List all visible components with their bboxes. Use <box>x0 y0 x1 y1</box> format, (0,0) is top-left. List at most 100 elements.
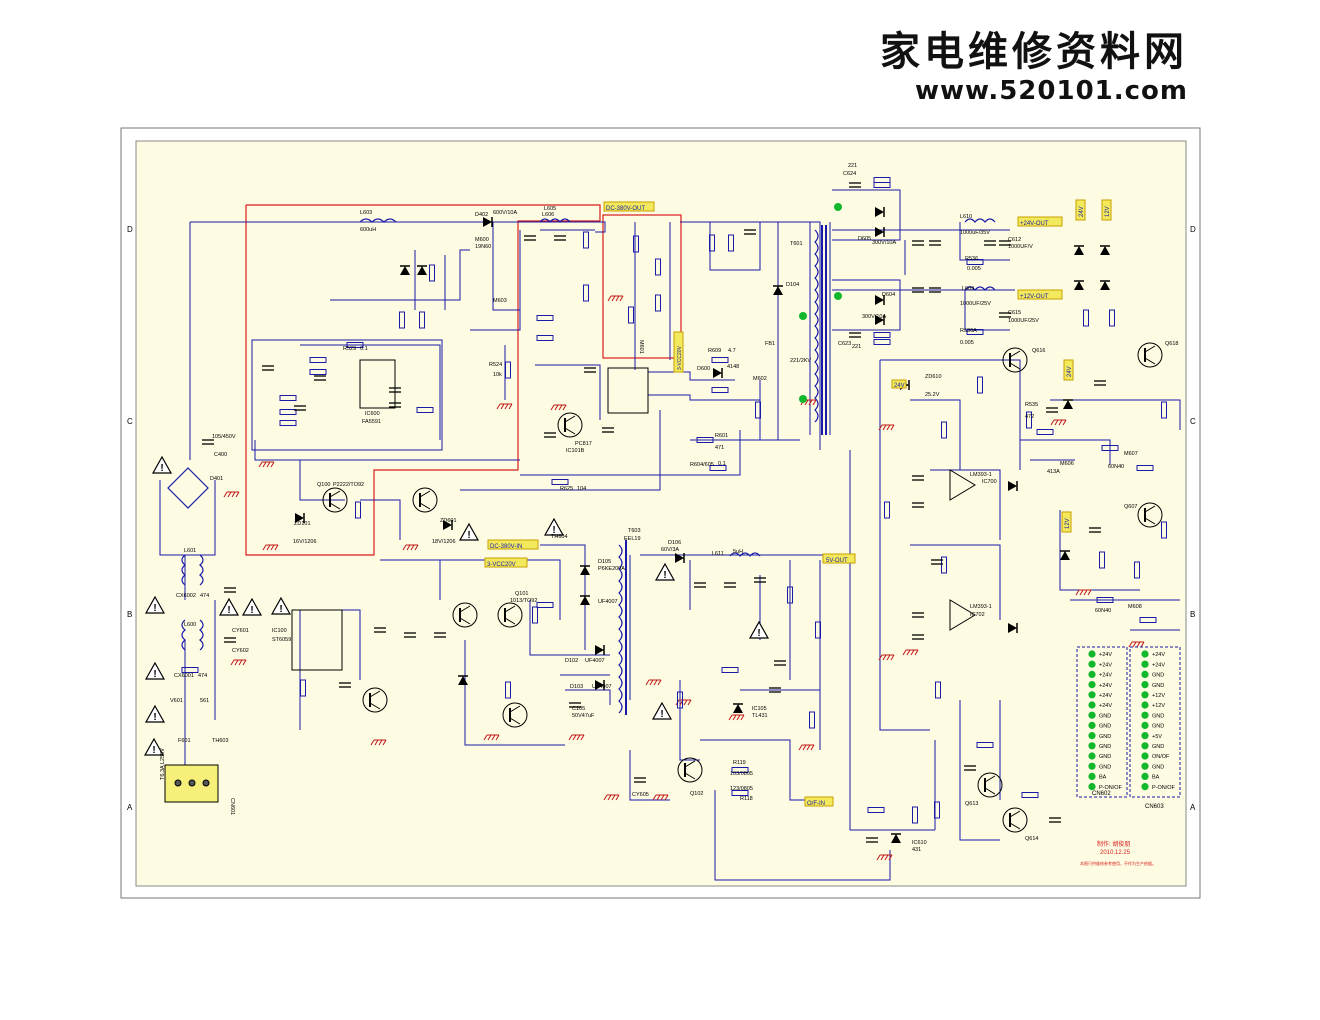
label-cx6002: CX6002 <box>176 593 196 599</box>
label-f601: F601 <box>178 738 191 744</box>
label-m600: M600 <box>475 237 489 243</box>
label-ic101: IC101B <box>566 448 585 454</box>
label-ic700: IC700 <box>982 479 997 485</box>
label-m600v: 19N60 <box>475 244 491 250</box>
label-m607: M607 <box>1124 451 1138 457</box>
label-c612: C612 <box>1008 237 1021 243</box>
watermark: 家电维修资料网 www.520101.com <box>880 28 1188 106</box>
label-t601: T601 <box>790 241 803 247</box>
credits: 制作: 胡俊朋 2010.12.25 本图只供维修参考使用，不作为生产依据。 <box>1080 840 1156 866</box>
row-label-a-right: A <box>1190 803 1196 812</box>
label-c610: 1000uF/35V <box>960 230 990 236</box>
cn603-pin-label: GND <box>1152 683 1164 689</box>
cn602-pin-marker <box>1088 752 1096 760</box>
net-12v-a: 12V <box>1105 206 1111 217</box>
cn602-pin-marker <box>1088 762 1096 770</box>
label-zd610: ZD610 <box>925 374 942 380</box>
label-r524: R524 <box>489 362 502 368</box>
label-d104v: UF4007 <box>598 599 618 605</box>
cn603-pin-label: ON/OF <box>1152 754 1170 760</box>
label-l611: L611 <box>712 551 724 557</box>
label-q607: Q607 <box>1124 504 1137 510</box>
label-d105v: P6KE200A <box>598 566 625 572</box>
label-ic105v: TL431 <box>752 713 768 719</box>
cn602-pin-marker <box>1088 783 1096 791</box>
label-r536a: R536A <box>960 328 977 334</box>
net-dc380-out: DC-380V-OUT <box>606 206 645 212</box>
row-label-b-right: B <box>1190 610 1195 619</box>
cn603-pin-label: P-ON/OF <box>1152 785 1176 791</box>
label-v601: V601 <box>170 698 183 704</box>
label-d401: D401 <box>210 476 223 482</box>
label-d402: D402 <box>475 212 488 218</box>
cn603-label: CN603 <box>1145 804 1164 810</box>
cn603-pin-label: +24V <box>1152 662 1165 668</box>
label-q613: Q613 <box>965 801 978 807</box>
label-d605: D605 <box>858 236 871 242</box>
label-c623: C623 <box>838 341 851 347</box>
label-zd601: ZD601 <box>440 518 457 524</box>
cn602-pin-marker <box>1088 721 1096 730</box>
label-l605: L605 <box>544 206 556 212</box>
cn602-label: CN602 <box>1092 791 1111 797</box>
label-l601: L601 <box>184 548 196 554</box>
net-dc380-in: DC-380V-IN <box>490 544 522 550</box>
row-label-c-right: C <box>1190 417 1196 426</box>
label-r609: R609 <box>708 348 721 354</box>
connector-cn602: +24V+24V+24V+24V+24V+24VGNDGNDGNDGNDGNDG… <box>1076 646 1128 798</box>
label-c623v: 221 <box>852 344 861 350</box>
label-r535v: 472 <box>1025 414 1034 420</box>
label-d600v: 4148 <box>727 364 739 370</box>
connector-cn603: +24V+24VGNDGND+12V+12VGNDGND+5VGNDON/OFG… <box>1129 646 1181 810</box>
label-d102v: UF4007 <box>585 658 605 664</box>
cn603-pin-marker <box>1141 701 1149 709</box>
net-vcc20-vertical: 3-VCC20V <box>677 345 683 370</box>
label-v601v: 561 <box>200 698 209 704</box>
cn602-pin-label: +24V <box>1099 652 1112 658</box>
label-ic702: IC702 <box>970 612 985 618</box>
label-l609: L609 <box>962 286 974 292</box>
cn602-pin-label: +24V <box>1099 693 1112 699</box>
label-l610: L610 <box>960 214 972 220</box>
cn602-pin-marker <box>1088 691 1096 699</box>
row-label-a-left: A <box>127 803 133 812</box>
label-q101: Q101 <box>515 591 528 597</box>
label-q101v: 1013/TO92 <box>510 598 537 604</box>
cn603-pin-label: GND <box>1152 724 1164 730</box>
label-m603: M603 <box>493 298 507 304</box>
cn602-pin-marker <box>1088 681 1096 689</box>
cn602-pin-label: GND <box>1099 744 1111 750</box>
row-label-b-left: B <box>127 610 132 619</box>
cn603-pin-marker <box>1141 762 1149 770</box>
label-c615v: 1000UF/25V <box>1008 318 1039 324</box>
label-l603: L603 <box>360 210 372 216</box>
cn602-pin-label: +24V <box>1099 673 1112 679</box>
label-c612v: 1000UF/V <box>1008 244 1033 250</box>
net-12v-b: 12V <box>1065 518 1071 529</box>
label-r601v: 471 <box>715 445 724 451</box>
label-f601v: T6.3A L250V <box>160 748 166 780</box>
net-24v-out: +24V-OUT <box>1020 221 1049 227</box>
label-fa5591: FA5591 <box>362 419 381 425</box>
label-r524v: 10k <box>493 372 502 378</box>
net-24v-c: 24V <box>1067 366 1073 377</box>
label-cx6002v: 474 <box>200 593 209 599</box>
cn603-pin-marker <box>1141 732 1149 740</box>
label-m608v: 60N40 <box>1095 608 1111 614</box>
label-d106: D106 <box>668 540 681 546</box>
cn603-pin-label: +12V <box>1152 703 1165 709</box>
label-d604v: 300V/10A <box>862 314 886 320</box>
label-c624: C624 <box>843 171 856 177</box>
cn602-pin-label: GND <box>1099 754 1111 760</box>
label-m606v: 413A <box>1047 469 1060 475</box>
cn603-pin-marker <box>1141 742 1149 750</box>
net-5v-out: 5V-OUT <box>826 558 848 564</box>
label-ic105: IC105 <box>752 706 767 712</box>
label-m607v: 60N40 <box>1108 464 1124 470</box>
label-q100: Q100 <box>317 482 330 488</box>
net-vcc20: 3-VCC20V <box>487 562 516 568</box>
label-r119: R119 <box>733 760 746 766</box>
ic-bodies <box>164 359 976 803</box>
label-c105v: 50V47uF <box>572 713 595 719</box>
